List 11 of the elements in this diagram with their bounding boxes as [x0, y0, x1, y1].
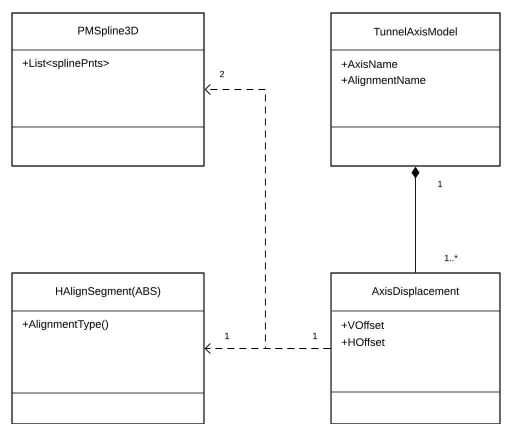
dashed-arrow — [204, 84, 331, 349]
class-box: TunnelAxisModel +AxisName +AlignmentName — [330, 12, 501, 167]
multiplicity-label: 1 — [313, 332, 318, 340]
class-box: HAlignSegment(ABS) +AlignmentType() — [11, 272, 205, 424]
class-box: PMSpline3D +List<splinePnts> — [11, 12, 205, 167]
multiplicity-label: 1 — [438, 180, 442, 188]
multiplicity-label: 1 — [225, 332, 230, 340]
class-box: AxisDisplacement +VOffset +HOffset — [330, 272, 501, 424]
composition-line — [412, 166, 420, 273]
multiplicity-label: 2 — [220, 70, 224, 78]
multiplicity-label: 1..* — [444, 254, 458, 262]
